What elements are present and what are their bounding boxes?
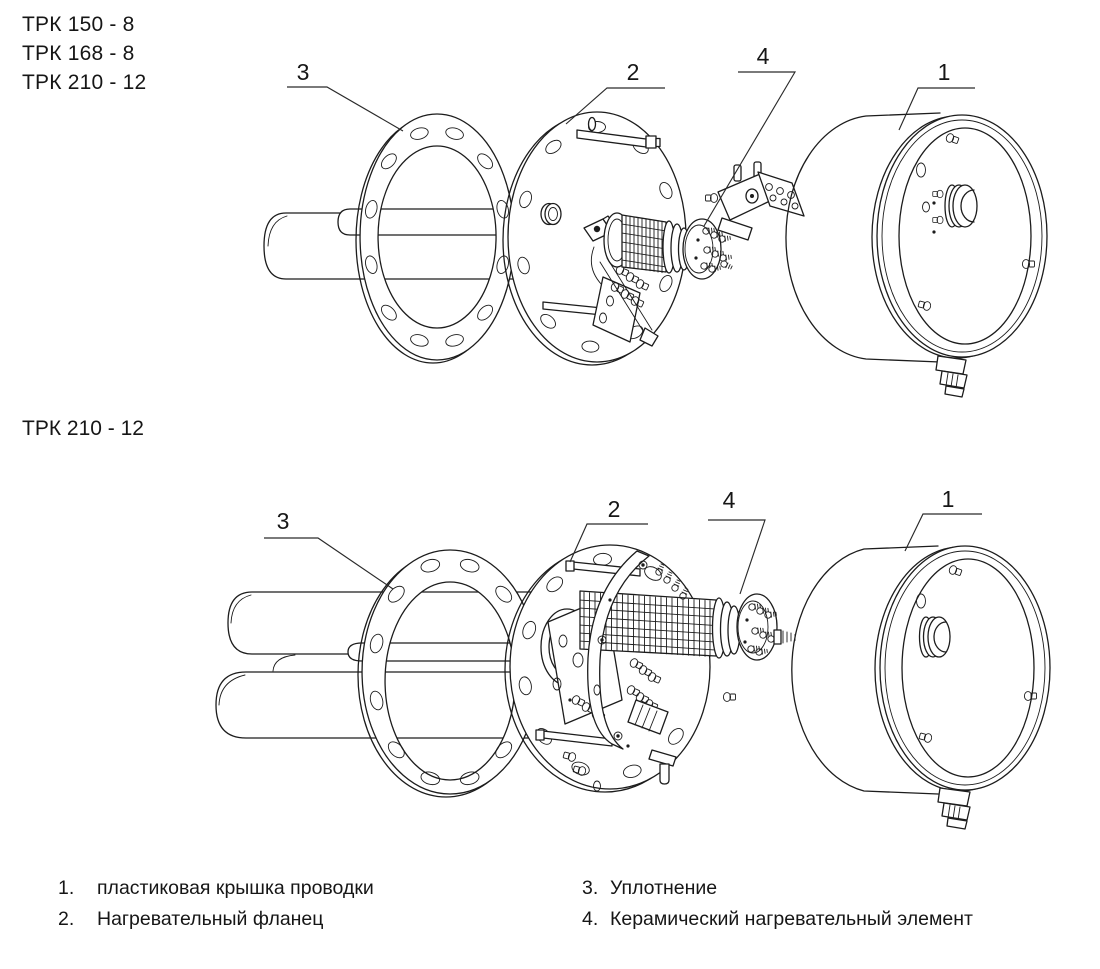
cover-knockout-boss [944,184,978,228]
terminal-connector-drawing [705,161,805,241]
cable-gland-drawing [937,787,971,830]
legend-number: 1. [58,877,75,899]
callout-number: 3 [277,508,290,534]
ceramic-heating-element-drawing [579,590,796,661]
legend-number: 2. [58,908,75,930]
callout-4-bottom: 4 [708,487,766,595]
retaining-strap-drawing [587,550,650,750]
callout-2-top: 2 [565,59,665,125]
gasket-bolt-holes [365,127,509,347]
callout-number: 1 [942,486,955,512]
legend-item-4: 4. Керамический нагревательный элемент [582,908,973,931]
model-line: ТРК 168 - 8 [22,42,135,65]
legend-item-1: 1. пластиковая крышка проводки [58,877,374,900]
legend-number: 4. [582,908,599,930]
callout-1-top: 1 [898,59,975,131]
callout-4-top: 4 [703,43,797,227]
legend-label: Нагревательный фланец [97,908,324,930]
callout-1-bottom: 1 [904,486,982,552]
model-line: ТРК 150 - 8 [22,13,135,36]
model-line: ТРК 210 - 12 [22,71,147,94]
heating-flange-drawing [502,111,687,366]
legend-label: Керамический нагревательный элемент [610,908,973,930]
flange-bottom-hardware [562,598,736,792]
section-label: ТРК 210 - 12 [22,417,144,440]
heating-flange-drawing [504,544,711,793]
cover-knockout-boss [918,616,951,658]
legend-item-2: 2. Нагревательный фланец [58,908,323,931]
flange-knockout-boss [540,202,562,226]
exploded-view-top-drawing: 3 2 4 1 [263,43,1048,398]
model-list: ТРК 150 - 8 ТРК 168 - 8 ТРК 210 - 12 [22,10,146,97]
callout-number: 2 [627,59,640,85]
callout-number: 3 [297,59,310,85]
legend-item-3: 3. Уплотнение [582,877,717,900]
legend-label: пластиковая крышка проводки [97,877,374,899]
cable-gland-drawing [935,355,968,398]
callout-3-top: 3 [287,59,404,132]
callout-2-bottom: 2 [569,496,648,563]
callout-number: 4 [757,43,770,69]
flange-stud-bottom [535,729,613,747]
callout-number: 4 [723,487,736,513]
plastic-cover-drawing [791,545,1051,830]
callout-number: 1 [938,59,951,85]
flange-stud-top [576,116,661,149]
flange-wiring-bracket [583,215,659,347]
callout-3-bottom: 3 [264,508,394,590]
legend-number: 3. [582,877,599,899]
callout-number: 2 [608,496,621,522]
legend-label: Уплотнение [610,877,718,899]
flange-wiring-hardware [570,562,690,735]
exploded-view-bottom-drawing: 3 2 4 1 [215,486,1051,830]
ceramic-heating-element-drawing [603,212,734,280]
plastic-cover-drawing [785,112,1048,398]
